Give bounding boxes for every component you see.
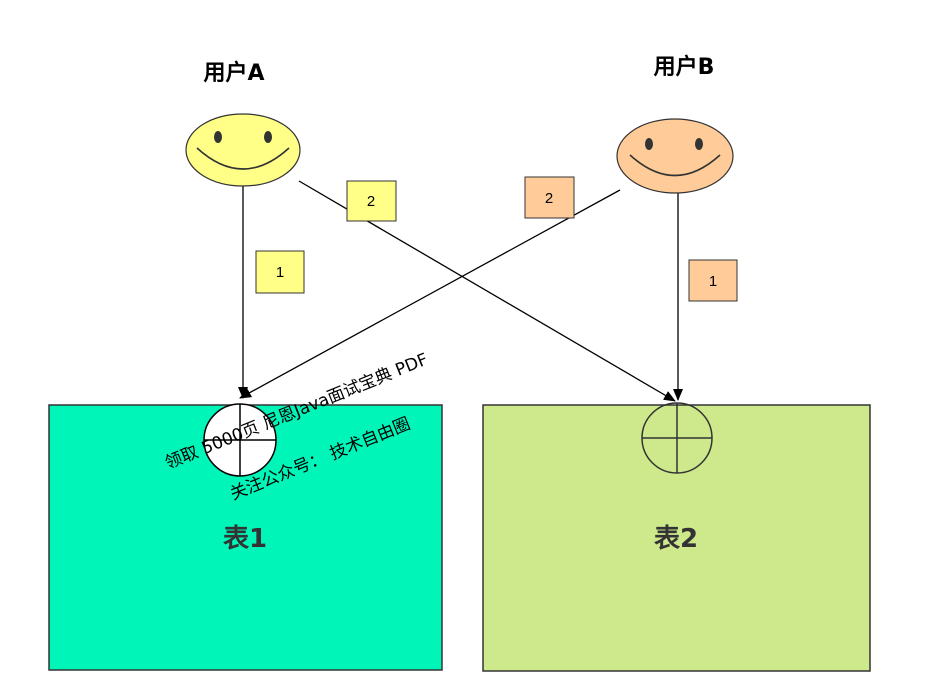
- lock-circle-table-1: [203, 403, 277, 477]
- user-b-smiley-icon: [616, 118, 734, 194]
- step-box-userB-1: 1: [688, 259, 738, 302]
- step-box-userB-2: 2: [524, 176, 575, 219]
- step-text-userA-1: 1: [276, 264, 284, 281]
- step-text-userB-2: 2: [545, 190, 553, 207]
- table-1-label: 表1: [223, 524, 267, 554]
- step-box-userA-2: 2: [346, 180, 397, 222]
- user-a-smiley-icon: [185, 113, 301, 187]
- user-a-label: 用户A: [203, 60, 264, 86]
- user-b-label: 用户B: [654, 54, 715, 80]
- step-box-userA-1: 1: [255, 250, 305, 294]
- step-text-userB-1: 1: [709, 273, 717, 290]
- lock-circle-table-2: [641, 402, 713, 474]
- arrow-userB-step2: [239, 189, 621, 399]
- table-2-label: 表2: [654, 524, 698, 554]
- step-text-userA-2: 2: [367, 193, 375, 210]
